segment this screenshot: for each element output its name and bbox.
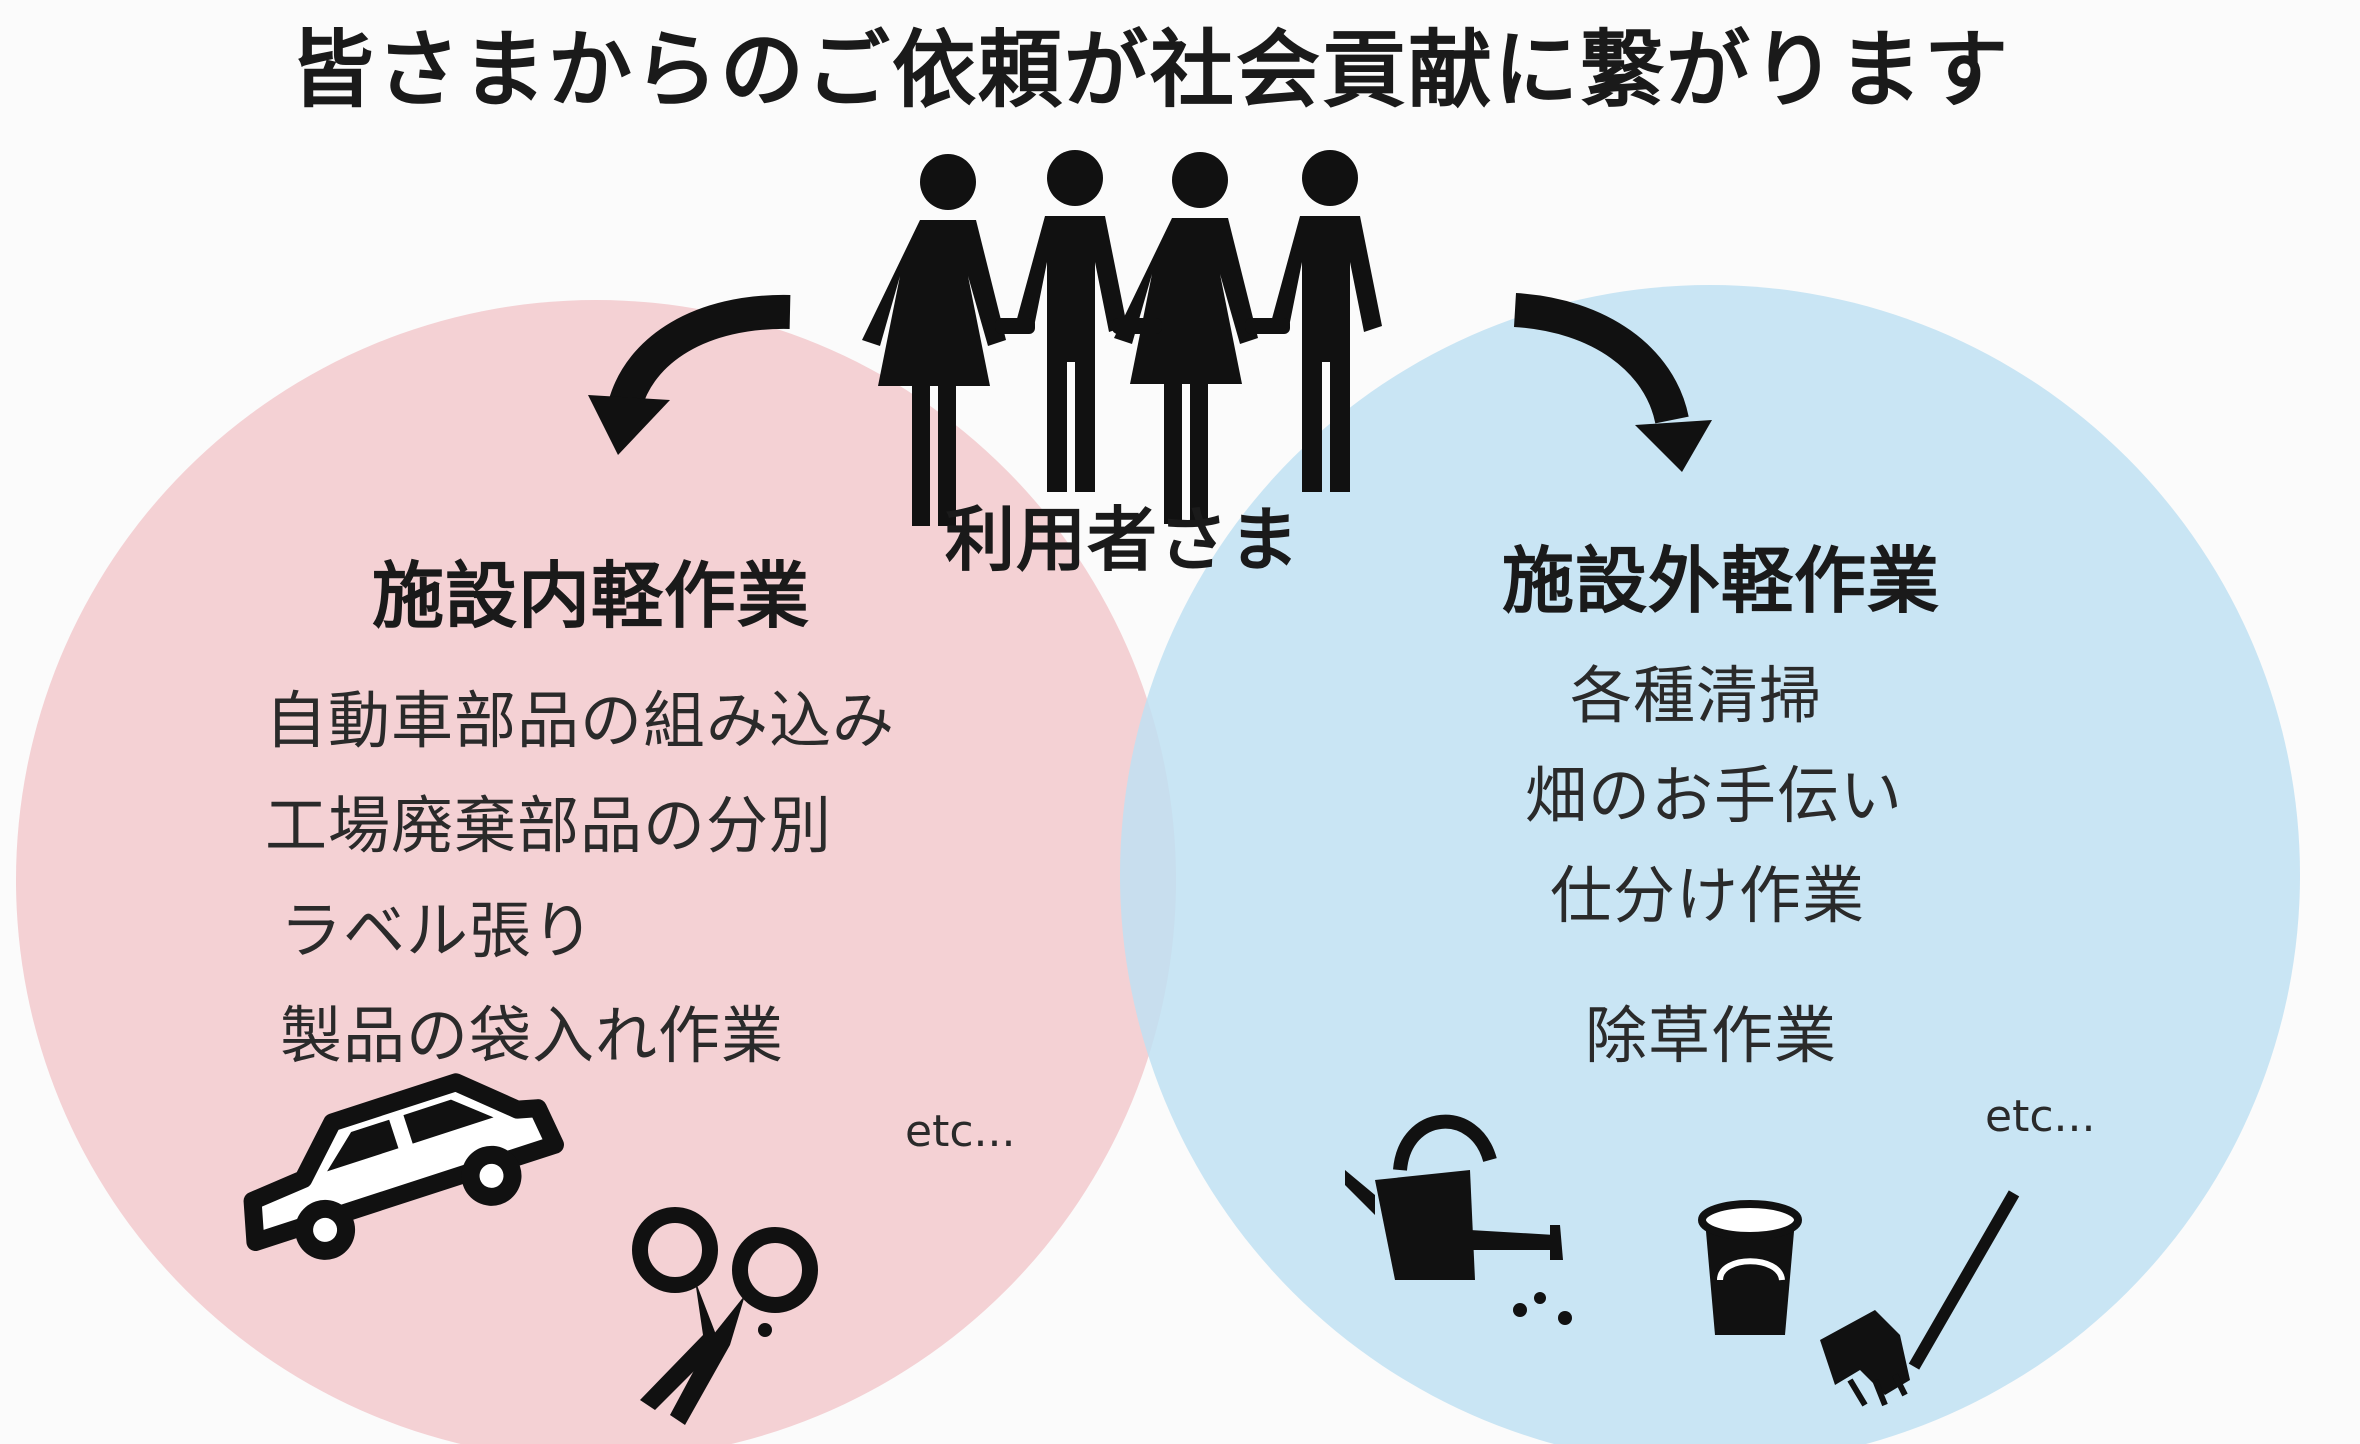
left-item: 工場廃棄部品の分別 xyxy=(265,789,833,862)
car-icon xyxy=(243,1073,564,1260)
page-title: 皆さまからのご依頼が社会貢献に繋がります xyxy=(290,21,2011,119)
bucket-broom-icon xyxy=(1698,1190,2020,1407)
scissors-icon xyxy=(632,1207,818,1425)
left-curved-arrow xyxy=(588,294,791,455)
right-item: 除草作業 xyxy=(1585,999,1838,1072)
left-heading: 施設内軽作業 xyxy=(372,554,811,638)
people-group-icon xyxy=(862,150,1382,526)
right-item: 畑のお手伝い xyxy=(1525,759,1904,832)
right-curved-arrow xyxy=(1513,293,1712,472)
left-circle xyxy=(16,300,1176,1444)
watering-can-icon xyxy=(1345,1114,1572,1325)
right-item: 仕分け作業 xyxy=(1550,859,1866,932)
right-circle xyxy=(1120,285,2300,1444)
right-etc: etc... xyxy=(1985,1091,2096,1142)
left-item: 製品の袋入れ作業 xyxy=(280,999,785,1072)
right-heading: 施設外軽作業 xyxy=(1502,539,1941,623)
left-item: 自動車部品の組み込み xyxy=(265,684,896,757)
left-etc: etc... xyxy=(905,1106,1016,1157)
users-label: 利用者さま xyxy=(945,499,1300,581)
left-item: ラベル張り xyxy=(280,894,596,967)
right-item: 各種清掃 xyxy=(1570,659,1823,732)
